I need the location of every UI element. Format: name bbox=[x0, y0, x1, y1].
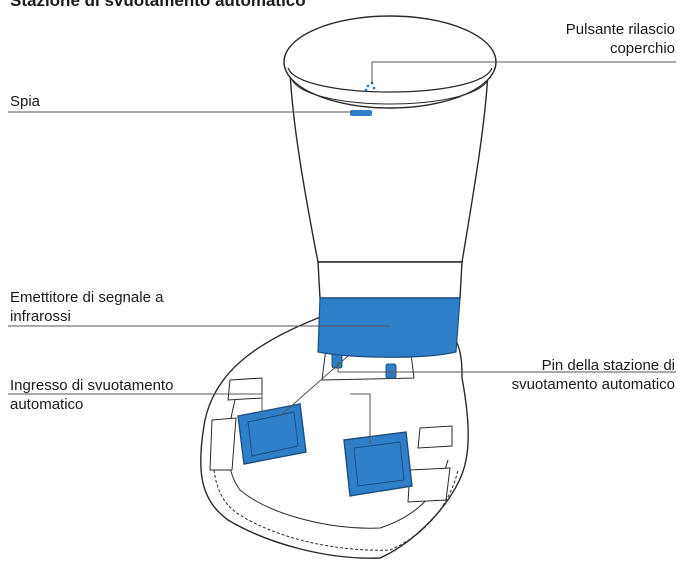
leader-ingresso bbox=[8, 393, 263, 412]
ir-emitter-band bbox=[317, 297, 461, 358]
label-emettitore: Emettitore di segnale a infrarossi bbox=[10, 289, 164, 325]
intake-left bbox=[237, 403, 307, 465]
label-ingresso: Ingresso di svuotamento automatico bbox=[10, 377, 174, 413]
label-pin: Pin della stazione di svuotamento automa… bbox=[511, 357, 675, 393]
label-spia: Spia bbox=[10, 93, 41, 110]
leader-pulsante bbox=[371, 61, 676, 84]
diagram-title: Stazione di svuotamento automatico bbox=[10, 0, 306, 10]
intake-right bbox=[343, 431, 413, 497]
pin-right bbox=[385, 363, 397, 379]
lid-release-dots bbox=[364, 81, 376, 92]
label-pulsante: Pulsante rilascio coperchio bbox=[565, 21, 675, 57]
indicator-light bbox=[350, 110, 372, 116]
